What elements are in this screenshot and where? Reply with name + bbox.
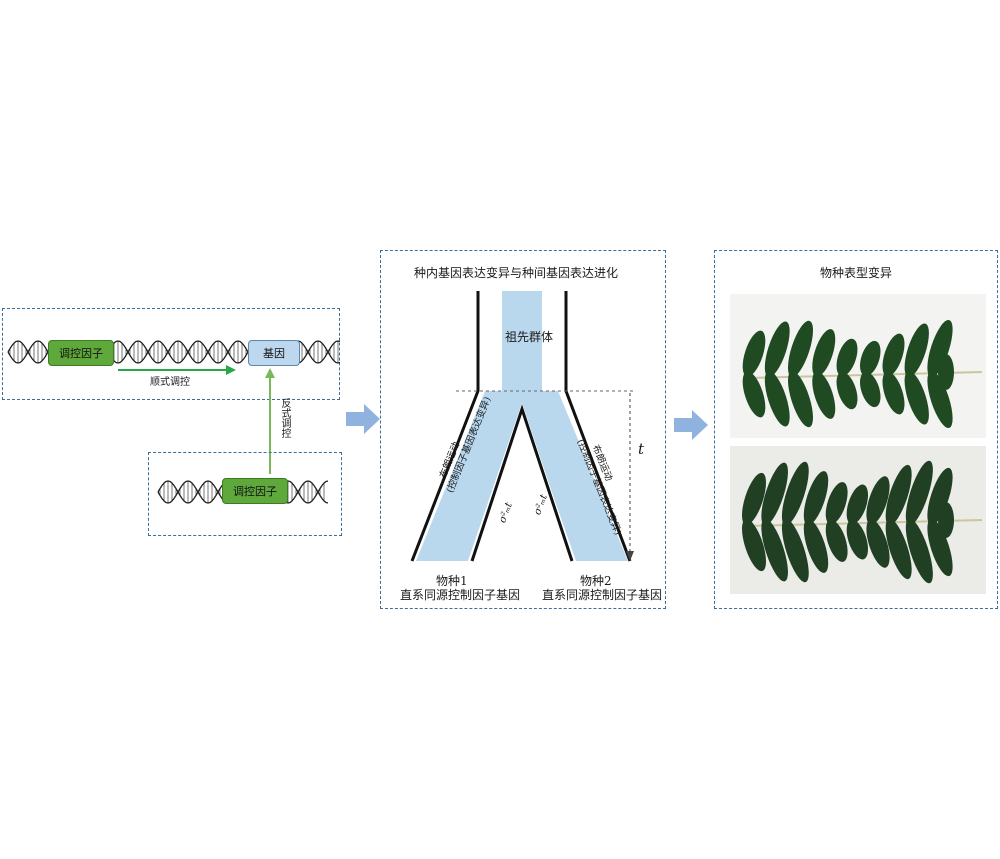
cis-label: 顺式调控 [150,377,190,388]
regulator-label-bottom: 调控因子 [233,485,277,498]
flow-arrow-2 [674,410,708,440]
trans-label: 反式调控 [279,398,290,438]
ancestor-label: 祖先群体 [505,330,554,344]
time-label: t [638,440,645,458]
species1-name: 物种1 [436,574,468,588]
phylogeny-diagram [410,291,634,562]
gene-label: 基因 [263,347,285,360]
trans-regulation-panel [148,452,342,536]
trans-arrow [265,368,275,474]
species2-name: 物种2 [580,574,612,588]
phenotype-title: 物种表型变异 [820,266,893,280]
compound-leaf-2 [742,460,983,584]
regulator-box-top: 调控因子 [48,340,114,366]
phenotype-panel [714,250,998,609]
cis-arrow [118,365,236,375]
leaf-photo-species1 [730,294,986,438]
species2-desc: 直系同源控制因子基因 [542,588,663,602]
compound-leaf-1 [742,319,983,429]
flow-arrow-1 [346,404,380,434]
cis-regulation-panel [2,308,340,400]
evolution-title: 种内基因表达变异与种间基因表达进化 [414,266,619,280]
gene-box: 基因 [248,340,300,366]
leaf-photo-species2 [730,446,986,594]
regulator-box-bottom: 调控因子 [222,478,288,504]
regulator-label-top: 调控因子 [59,347,103,360]
evolution-panel [380,250,666,609]
species1-desc: 直系同源控制因子基因 [400,588,521,602]
